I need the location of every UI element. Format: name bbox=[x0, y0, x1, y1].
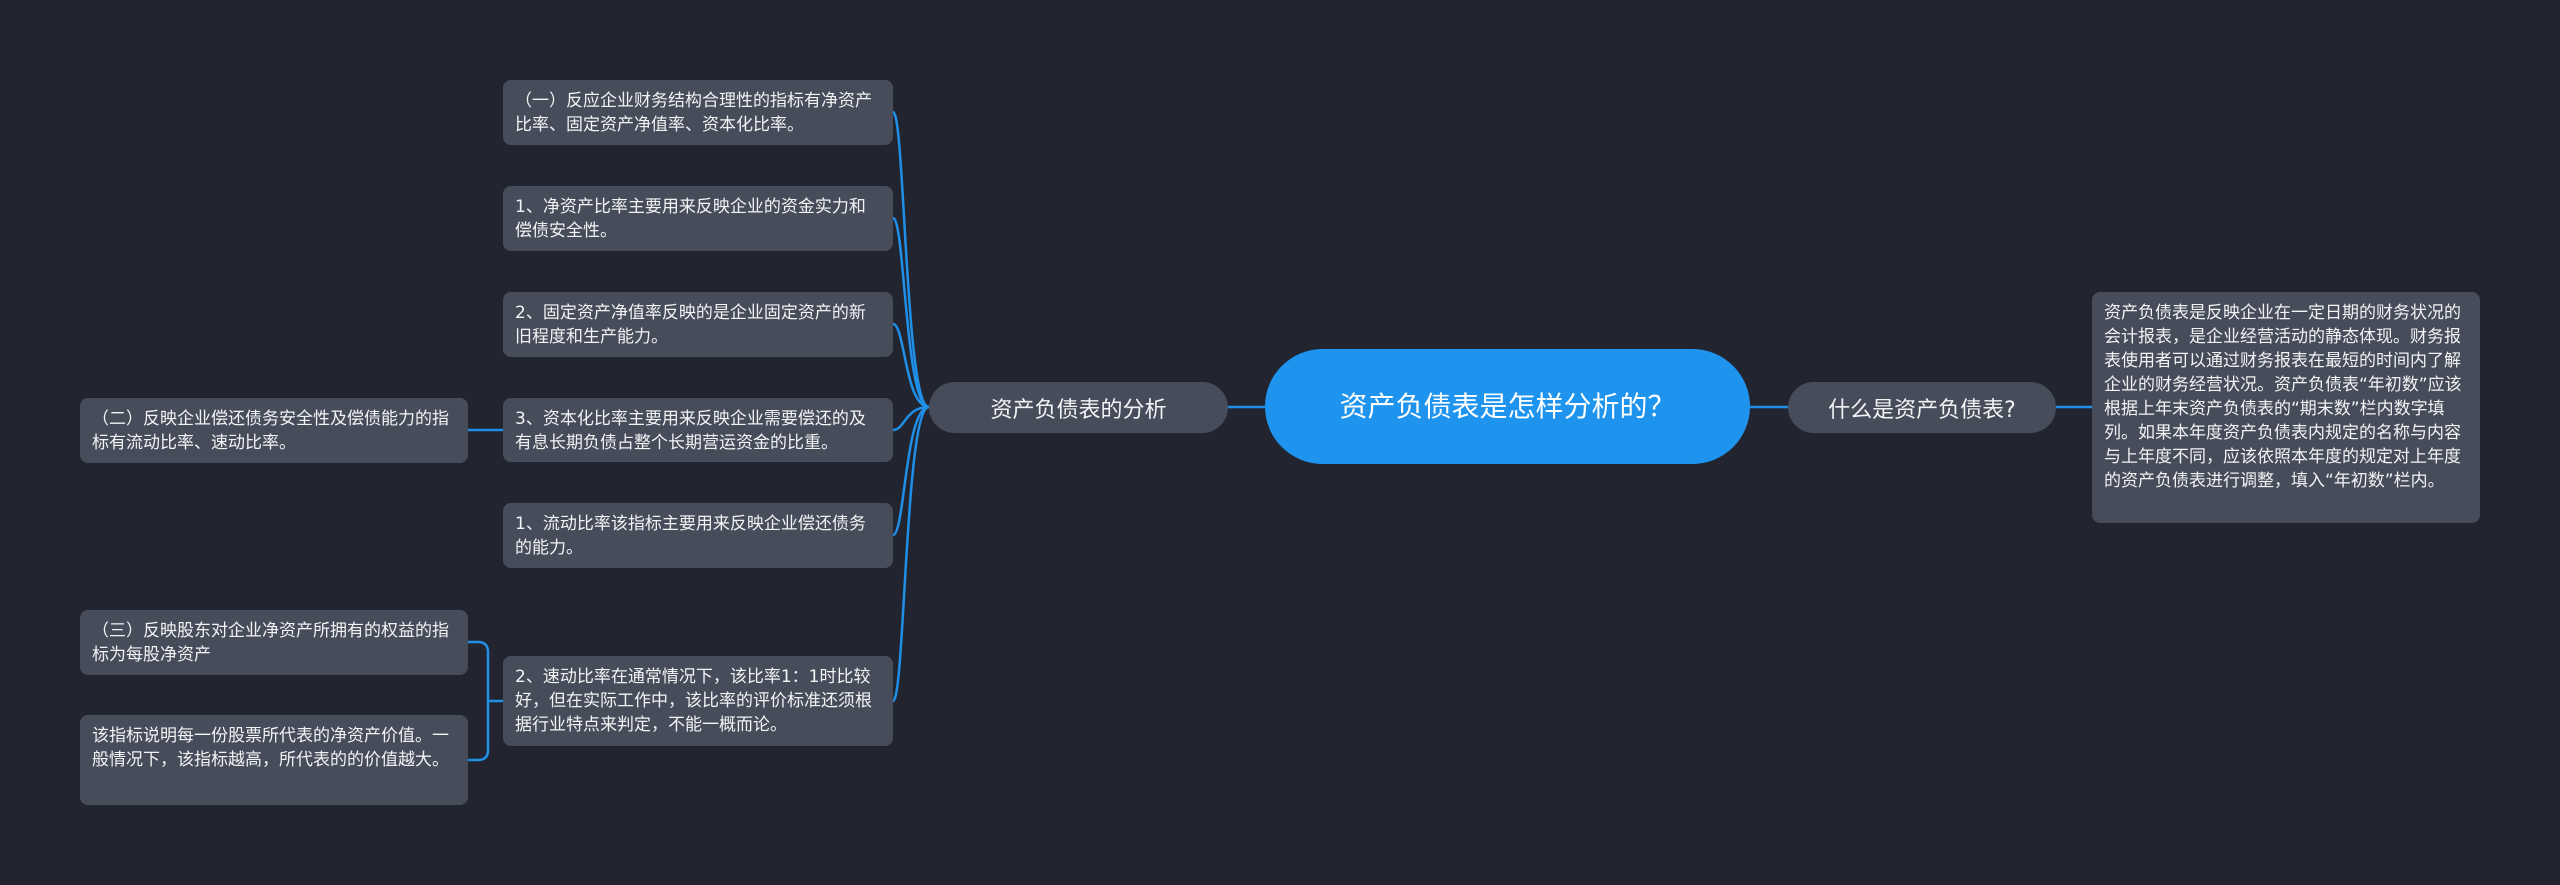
branch-analysis[interactable]: 资产负债表的分析 bbox=[929, 382, 1228, 433]
link-5 bbox=[891, 405, 930, 537]
node-text: （三）反映股东对企业净资产所拥有的权益的指标为每股净资产 bbox=[92, 621, 449, 665]
node-solvency-indicators[interactable]: （二）反映企业偿还债务安全性及偿债能力的指标有流动比率、速动比率。 bbox=[80, 398, 468, 463]
node-current-ratio[interactable]: 1、流动比率该指标主要用来反映企业偿还债务的能力。 bbox=[503, 503, 893, 568]
node-capitalization-ratio[interactable]: 3、资本化比率主要用来反映企业需要偿还的及有息长期负债占整个长期营运资金的比重。 bbox=[503, 398, 893, 462]
link-6 bbox=[891, 405, 930, 703]
node-text: 资产负债表是反映企业在一定日期的财务状况的会计报表，是企业经营活动的静态体现。财… bbox=[2104, 303, 2462, 491]
link-2 bbox=[891, 216, 930, 409]
node-shareholder-equity[interactable]: （三）反映股东对企业净资产所拥有的权益的指标为每股净资产 bbox=[80, 610, 468, 675]
branch-what-is-label: 什么是资产负债表? bbox=[1828, 397, 2016, 423]
link-1 bbox=[891, 110, 930, 409]
link-4 bbox=[892, 405, 930, 432]
node-net-asset-per-share[interactable]: 该指标说明每一份股票所代表的净资产价值。一般情况下，该指标越高，所代表的的价值越… bbox=[80, 715, 468, 805]
branch-analysis-label: 资产负债表的分析 bbox=[990, 397, 1167, 423]
node-text: 1、流动比率该指标主要用来反映企业偿还债务的能力。 bbox=[515, 514, 866, 558]
node-text: （一）反应企业财务结构合理性的指标有净资产比率、固定资产净值率、资本化比率。 bbox=[515, 91, 872, 135]
node-text: 2、固定资产净值率反映的是企业固定资产的新旧程度和生产能力。 bbox=[515, 303, 866, 347]
central-topic-label: 资产负债表是怎样分析的？ bbox=[1339, 389, 1676, 423]
node-text: 3、资本化比率主要用来反映企业需要偿还的及有息长期负债占整个长期营运资金的比重。 bbox=[515, 409, 866, 453]
branch-what-is[interactable]: 什么是资产负债表? bbox=[1788, 382, 2056, 433]
node-text: （二）反映企业偿还债务安全性及偿债能力的指标有流动比率、速动比率。 bbox=[92, 409, 449, 453]
node-net-asset-ratio[interactable]: 1、净资产比率主要用来反映企业的资金实力和偿债安全性。 bbox=[503, 186, 893, 251]
link-3 bbox=[892, 322, 930, 409]
node-structure-indicators[interactable]: （一）反应企业财务结构合理性的指标有净资产比率、固定资产净值率、资本化比率。 bbox=[503, 80, 893, 145]
node-text: 1、净资产比率主要用来反映企业的资金实力和偿债安全性。 bbox=[515, 197, 866, 241]
central-topic[interactable]: 资产负债表是怎样分析的？ bbox=[1265, 349, 1750, 464]
node-text: 该指标说明每一份股票所代表的净资产价值。一般情况下，该指标越高，所代表的的价值越… bbox=[92, 726, 449, 770]
node-quick-ratio[interactable]: 2、速动比率在通常情况下，该比率1：1时比较好，但在实际工作中，该比率的评价标准… bbox=[503, 656, 893, 746]
node-fixed-asset-ratio[interactable]: 2、固定资产净值率反映的是企业固定资产的新旧程度和生产能力。 bbox=[503, 292, 893, 357]
node-definition[interactable]: 资产负债表是反映企业在一定日期的财务状况的会计报表，是企业经营活动的静态体现。财… bbox=[2092, 292, 2480, 523]
link-san-bracket bbox=[468, 640, 490, 762]
node-text: 2、速动比率在通常情况下，该比率1：1时比较好，但在实际工作中，该比率的评价标准… bbox=[515, 667, 872, 735]
